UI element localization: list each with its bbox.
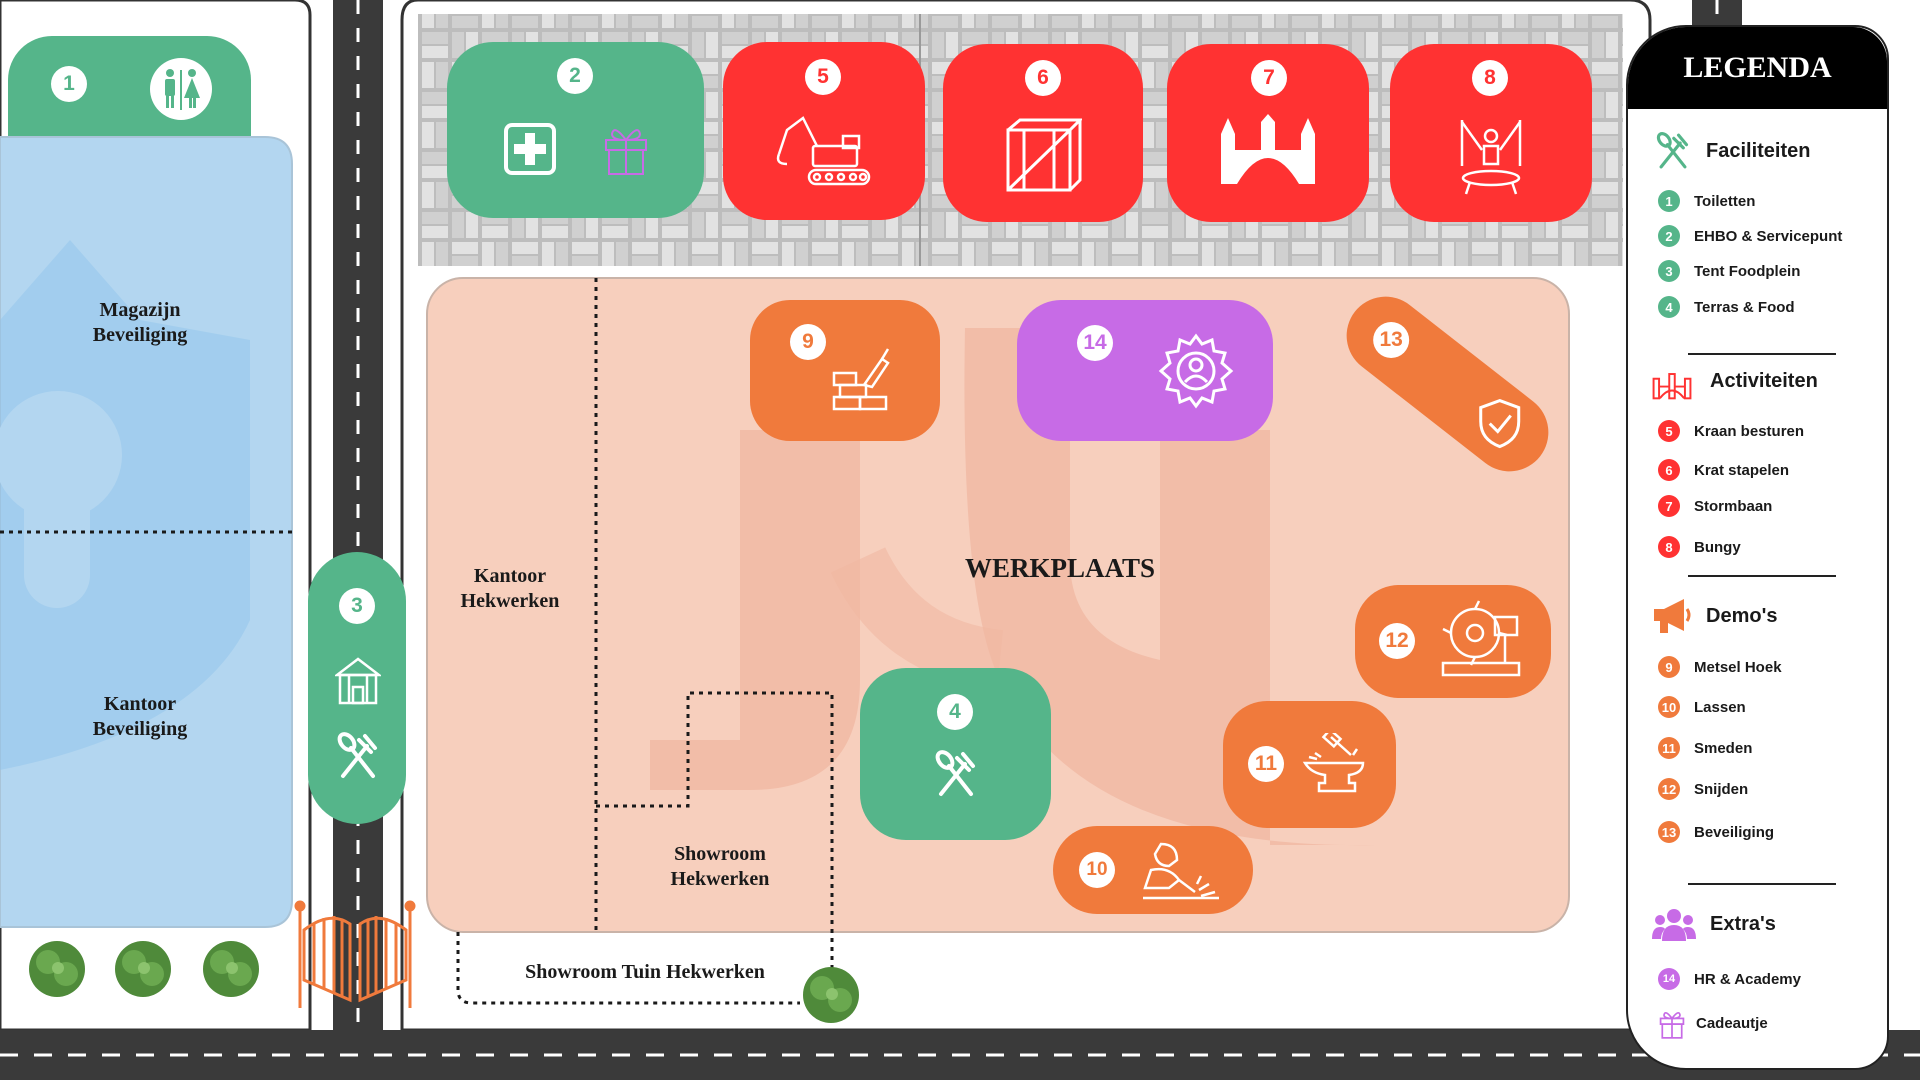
zone-crane[interactable]: 5 xyxy=(723,42,925,220)
zone-crate[interactable]: 6 xyxy=(943,44,1143,222)
marker-13: 13 xyxy=(1373,321,1410,358)
marker-6: 6 xyxy=(1025,60,1061,96)
trampoline-icon xyxy=(1460,120,1522,195)
welder-icon xyxy=(1143,842,1219,900)
marker-12: 12 xyxy=(1379,623,1415,659)
legend-divider xyxy=(1688,353,1836,355)
zone-cutting[interactable]: 12 xyxy=(1355,585,1551,698)
tree-icon xyxy=(115,941,171,997)
tree-icon xyxy=(203,941,259,997)
marker-8: 8 xyxy=(1472,60,1508,96)
label-showroom-garden: Showroom Tuin Hekwerken xyxy=(525,961,765,983)
zone-first-aid[interactable]: 2 xyxy=(447,42,704,218)
zone-bungy[interactable]: 8 xyxy=(1390,44,1592,222)
first-aid-icon xyxy=(504,123,556,175)
marker-10: 10 xyxy=(1079,852,1115,888)
zone-bricklaying[interactable]: 9 xyxy=(750,300,940,441)
tree-icon xyxy=(29,941,85,997)
zone-obstacle-course[interactable]: 7 xyxy=(1167,44,1369,222)
legend-section-facilities: Faciliteiten xyxy=(1706,140,1811,162)
toilet-icon xyxy=(150,58,212,120)
zone-forging[interactable]: 11 xyxy=(1223,701,1396,828)
marker-4: 4 xyxy=(937,694,973,730)
zone-welding[interactable]: 10 xyxy=(1053,826,1253,914)
tree-icon xyxy=(803,967,859,1023)
marker-14: 14 xyxy=(1077,325,1113,361)
gift-icon xyxy=(605,129,647,175)
crate-icon xyxy=(1006,118,1082,192)
zone-food-tent[interactable]: 3 xyxy=(308,552,406,824)
legend-section-extras: Extra's xyxy=(1710,913,1776,935)
gift-icon xyxy=(1659,1011,1685,1039)
gate-icon[interactable] xyxy=(290,890,420,1010)
marker-3: 3 xyxy=(339,588,375,624)
marker-11: 11 xyxy=(1248,746,1284,782)
label-workplace: WERKPLAATS xyxy=(964,553,1156,583)
marker-7: 7 xyxy=(1251,60,1287,96)
marker-5: 5 xyxy=(805,59,841,95)
gear-person-icon xyxy=(1158,333,1234,409)
cutlery-icon xyxy=(935,750,975,796)
bouncy-castle-icon xyxy=(1652,373,1692,400)
zone-terrace[interactable]: 4 xyxy=(860,668,1051,840)
legend-item: Cadeautje xyxy=(1658,1011,1768,1039)
saw-icon xyxy=(1441,600,1521,677)
zone-hr-academy[interactable]: 14 xyxy=(1017,300,1273,441)
excavator-icon xyxy=(776,116,871,186)
megaphone-icon xyxy=(1654,599,1691,633)
legend-section-activities: Activiteiten xyxy=(1710,370,1818,392)
cutlery-icon xyxy=(1656,132,1689,169)
marker-2: 2 xyxy=(557,58,593,94)
shield-check-icon xyxy=(1479,398,1521,449)
anvil-icon xyxy=(1302,733,1365,793)
bouncy-castle-icon xyxy=(1221,114,1315,184)
legend-divider xyxy=(1688,575,1836,577)
legend-section-demos: Demo's xyxy=(1706,605,1778,627)
zone-security[interactable]: 13 xyxy=(1330,280,1565,488)
people-icon xyxy=(1652,909,1696,941)
tent-icon xyxy=(335,657,381,705)
legend-divider xyxy=(1688,883,1836,885)
marker-1: 1 xyxy=(51,66,87,102)
brick-trowel-icon xyxy=(832,348,890,411)
cutlery-icon xyxy=(337,732,377,778)
zone-toilets[interactable]: 1 xyxy=(8,36,251,136)
marker-9: 9 xyxy=(790,324,826,360)
legend-title: LEGENDA xyxy=(1628,27,1887,109)
